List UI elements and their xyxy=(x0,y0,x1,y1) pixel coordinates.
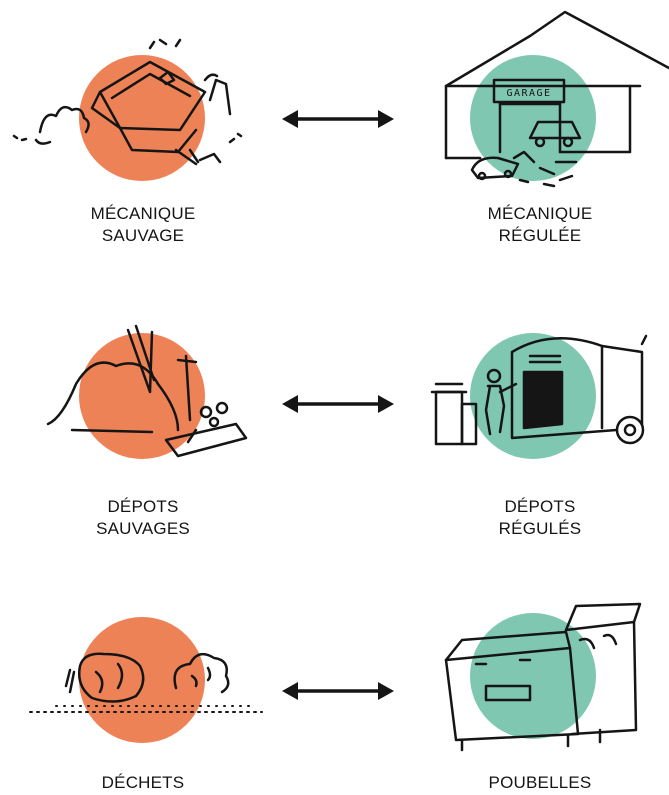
label-dechets: DÉCHETS xyxy=(33,772,253,794)
label-poubelles: POUBELLES xyxy=(430,772,650,794)
label-line1: POUBELLES xyxy=(430,772,650,794)
label-line1: DÉCHETS xyxy=(33,772,253,794)
